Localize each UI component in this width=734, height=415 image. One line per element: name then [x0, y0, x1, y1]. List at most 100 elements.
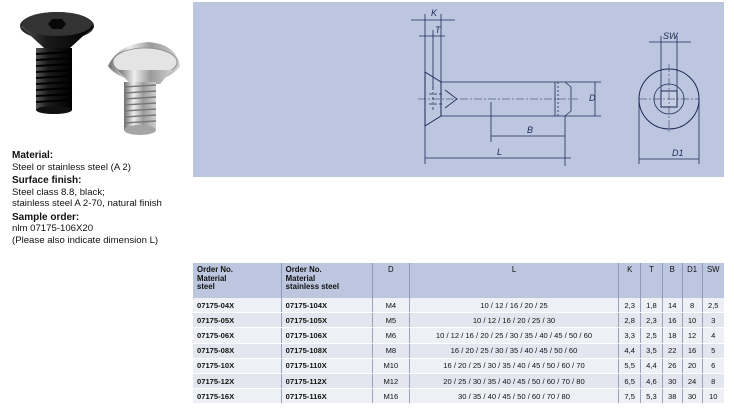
order-no-stainless: 07175-108X — [281, 343, 373, 359]
cell-t: 5,3 — [640, 388, 663, 405]
cell-t: 3,5 — [640, 343, 663, 359]
order-no-stainless: 07175-105X — [281, 312, 373, 329]
order-no-stainless: 07175-106X — [281, 327, 373, 344]
cell-d: M8 — [372, 343, 410, 359]
cell-d: M4 — [372, 298, 410, 314]
cell-t: 4,6 — [640, 373, 663, 390]
cell-t: 2,5 — [640, 327, 663, 344]
order-no-stainless: 07175-104X — [281, 298, 373, 314]
cell-sw: 2,5 — [702, 298, 724, 314]
order-no-stainless: 07175-112X — [281, 373, 373, 390]
cell-l: 30 / 35 / 40 / 45 / 50 / 60 / 70 / 80 — [409, 388, 620, 405]
cell-d1: 10 — [682, 312, 703, 329]
cell-t: 1,8 — [640, 298, 663, 314]
table-row: 07175-12X 07175-112X M12 20 / 25 / 30 / … — [193, 373, 724, 390]
col-header-l: L — [409, 263, 620, 298]
cell-k: 2,3 — [618, 298, 642, 314]
col-header-k: K — [618, 263, 642, 298]
material-text: Steel or stainless steel (A 2) — [12, 161, 131, 173]
dim-label-b: B — [527, 125, 533, 135]
cell-b: 30 — [662, 373, 683, 390]
order-no-steel: 07175-04X — [193, 298, 282, 314]
cell-k: 3,3 — [618, 327, 642, 344]
cell-b: 26 — [662, 358, 683, 374]
cell-d1: 16 — [682, 343, 703, 359]
cell-d: M10 — [372, 358, 410, 374]
col-header-order-stainless: Order No. Material stainless steel — [281, 263, 373, 298]
dim-label-d: D — [589, 93, 596, 103]
table-row: 07175-16X 07175-116X M16 30 / 35 / 40 / … — [193, 388, 724, 405]
cell-sw: 10 — [702, 388, 724, 405]
col-header-sw: SW — [702, 263, 724, 298]
technical-drawing: K T D B L SW D1 — [193, 2, 724, 177]
cell-d: M12 — [372, 373, 410, 390]
cell-k: 4,4 — [618, 343, 642, 359]
product-info: Material: Steel or stainless steel (A 2)… — [12, 148, 197, 246]
order-no-stainless: 07175-116X — [281, 388, 373, 405]
table-row: 07175-06X 07175-106X M6 10 / 12 / 16 / 2… — [193, 327, 724, 344]
dimensions-table: Order No. Material steel Order No. Mater… — [193, 263, 724, 405]
cell-l: 10 / 12 / 16 / 20 / 25 / 30 / 35 / 40 / … — [409, 327, 620, 344]
cell-l: 16 / 20 / 25 / 30 / 35 / 40 / 45 / 50 / … — [409, 358, 620, 374]
col-header-d1: D1 — [682, 263, 703, 298]
sample-order-heading: Sample order: — [12, 211, 80, 223]
table-row: 07175-04X 07175-104X M4 10 / 12 / 16 / 2… — [193, 298, 724, 314]
cell-l: 10 / 12 / 16 / 20 / 25 — [409, 298, 620, 314]
cell-sw: 3 — [702, 312, 724, 329]
cell-l: 16 / 20 / 25 / 30 / 35 / 40 / 45 / 50 / … — [409, 343, 620, 359]
table-header-row: Order No. Material steel Order No. Mater… — [193, 263, 724, 298]
table-row: 07175-05X 07175-105X M5 10 / 12 / 16 / 2… — [193, 312, 724, 329]
order-no-steel: 07175-06X — [193, 327, 282, 344]
cell-d: M16 — [372, 388, 410, 405]
cell-t: 4,4 — [640, 358, 663, 374]
table-row: 07175-10X 07175-110X M10 16 / 20 / 25 / … — [193, 358, 724, 374]
dim-label-d1: D1 — [672, 148, 684, 158]
cell-d1: 12 — [682, 327, 703, 344]
material-heading: Material: — [12, 150, 54, 161]
black-screw-image — [20, 12, 94, 114]
col-header-b: B — [662, 263, 683, 298]
cell-b: 38 — [662, 388, 683, 405]
cell-b: 22 — [662, 343, 683, 359]
col-header-d: D — [372, 263, 410, 298]
cell-l: 10 / 12 / 16 / 20 / 25 / 30 — [409, 312, 620, 329]
cell-sw: 6 — [702, 358, 724, 374]
order-no-steel: 07175-08X — [193, 343, 282, 359]
dim-label-t: T — [435, 25, 442, 35]
cell-k: 5,5 — [618, 358, 642, 374]
cell-k: 7,5 — [618, 388, 642, 405]
surface-heading: Surface finish: — [12, 175, 82, 186]
dim-label-k: K — [431, 8, 438, 18]
dim-label-sw: SW — [663, 31, 679, 41]
sample-order-text-1: nlm 07175-106X20 — [12, 223, 94, 234]
cell-sw: 8 — [702, 373, 724, 390]
stainless-screw-image — [108, 42, 180, 135]
cell-b: 16 — [662, 312, 683, 329]
order-no-steel: 07175-05X — [193, 312, 282, 329]
cell-sw: 4 — [702, 327, 724, 344]
cell-d1: 20 — [682, 358, 703, 374]
order-no-steel: 07175-16X — [193, 388, 282, 405]
sample-order-text-2: (Please also indicate dimension L) — [12, 234, 159, 246]
surface-text-2: stainless steel A 2-70, natural finish — [12, 198, 162, 209]
order-no-steel: 07175-12X — [193, 373, 282, 390]
product-photo — [20, 12, 180, 135]
cell-l: 20 / 25 / 30 / 35 / 40 / 45 / 50 / 60 / … — [409, 373, 620, 390]
cell-t: 2,3 — [640, 312, 663, 329]
col-header-t: T — [640, 263, 663, 298]
cell-b: 18 — [662, 327, 683, 344]
cell-d1: 30 — [682, 388, 703, 405]
cell-b: 14 — [662, 298, 683, 314]
order-no-steel: 07175-10X — [193, 358, 282, 374]
cell-d: M6 — [372, 327, 410, 344]
order-no-stainless: 07175-110X — [281, 358, 373, 374]
cell-k: 6,5 — [618, 373, 642, 390]
cell-d1: 24 — [682, 373, 703, 390]
cell-sw: 5 — [702, 343, 724, 359]
cell-d1: 8 — [682, 298, 703, 314]
surface-text-1: Steel class 8.8, black; — [12, 186, 105, 198]
cell-d: M5 — [372, 312, 410, 329]
cell-k: 2,8 — [618, 312, 642, 329]
dim-label-l: L — [497, 147, 502, 157]
drawing-svg: K T D B L SW D1 — [411, 8, 700, 166]
